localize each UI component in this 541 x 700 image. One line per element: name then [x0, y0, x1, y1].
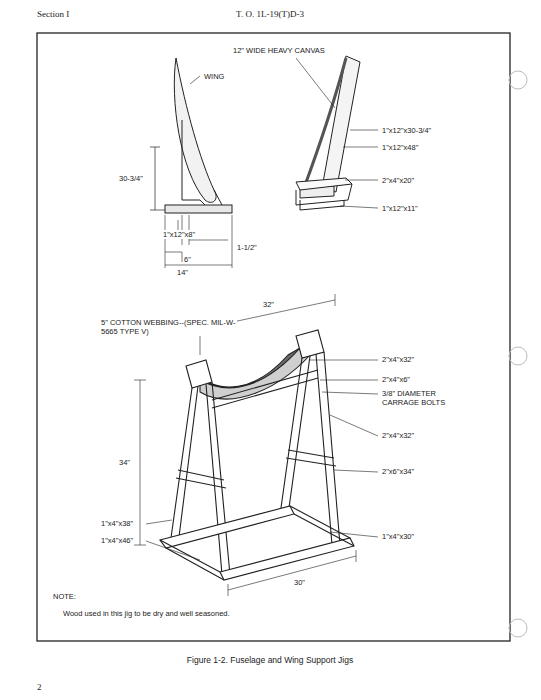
dimension-label: 2"x4"x6"	[381, 375, 411, 384]
dimension-label: Section I	[36, 10, 70, 19]
dimension-label: 1"x12"x48"	[381, 143, 419, 152]
figure-caption: Figure 1-2. Fuselage and Wing Support Ji…	[186, 656, 354, 665]
dimension-label: 2"x4"x20"	[381, 176, 415, 185]
dimension-label: 32"	[262, 300, 275, 309]
dimension-label: 1"x4"x46"	[100, 536, 134, 545]
dimension-label: 2"x4"x32"	[381, 355, 415, 364]
dimension-label: 14"	[176, 268, 189, 277]
dimension-label: 1"x4"x30"	[381, 532, 415, 541]
dimension-label: 2	[36, 683, 43, 692]
dimension-label: 1"x12"x30-3/4"	[381, 126, 432, 135]
fuselage-jig	[134, 294, 378, 596]
dimension-label: 1"x12"x8"	[162, 230, 196, 239]
dimension-label: 12" WIDE HEAVY CANVAS	[232, 46, 326, 55]
dimension-label: 30"	[293, 578, 306, 587]
punch-hole	[509, 347, 527, 365]
dimension-label: 1"x4"x38"	[100, 519, 134, 528]
dimension-label: Wood used in this jig to be dry and well…	[62, 609, 231, 618]
dimension-label: NOTE:	[52, 592, 77, 601]
dimension-label: 1-1/2"	[236, 243, 258, 252]
wing-jig-perspective	[296, 56, 378, 210]
dimension-label: 30-3/4"	[118, 174, 144, 183]
figure-frame	[37, 33, 510, 641]
punch-hole	[509, 619, 527, 637]
dimension-label: 5" COTTON WEBBING--(SPEC. MIL-W-5665 TYP…	[100, 318, 237, 336]
dimension-label: 34"	[118, 458, 131, 467]
dimension-label: 3/8" DIAMETER CARRAGE BOLTS	[381, 389, 475, 407]
dimension-label: T. O. 1L-19(T)D-3	[235, 10, 305, 19]
dimension-label: 2"x4"x32"	[381, 431, 415, 440]
punch-hole	[509, 71, 527, 89]
dimension-label: 1"x12"x11"	[381, 204, 419, 213]
wing-jig-side	[150, 58, 232, 268]
dimension-label: 2"x6"x34"	[381, 467, 415, 476]
dimension-label: 6"	[183, 255, 192, 264]
dimension-label: WING	[203, 72, 225, 81]
